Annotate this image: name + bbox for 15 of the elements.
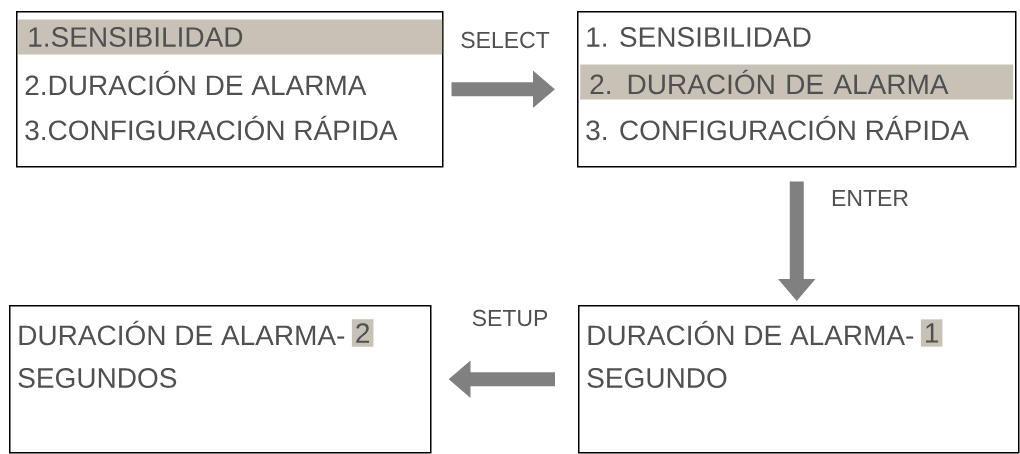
menu-text: DURACIÓN DE ALARMA- (19, 320, 345, 346)
edge-label: ENTER (832, 190, 908, 206)
menu-text: SEGUNDO (587, 368, 727, 388)
highlighted-item: 2. DURACIÓN DE ALARMA (580, 64, 1014, 100)
highlighted-value: 1 (920, 319, 943, 347)
menu-text: 3.CONFIGURACIÓN RÁPIDA (25, 115, 398, 141)
highlighted-value: 2 (351, 319, 374, 347)
edge-label: SELECT (461, 31, 550, 49)
menu-text: SEGUNDOS (18, 368, 177, 388)
menu-text: DURACIÓN DE ALARMA- (588, 320, 914, 346)
menu-text: 1. SENSIBILIDAD (587, 27, 811, 47)
edge-label: SETUP (472, 309, 548, 327)
highlighted-item: 1.SENSIBILIDAD (18, 19, 443, 55)
menu-text: 2.DURACIÓN DE ALARMA (25, 70, 367, 96)
menu-text: 3. CONFIGURACIÓN RÁPIDA (586, 115, 969, 141)
